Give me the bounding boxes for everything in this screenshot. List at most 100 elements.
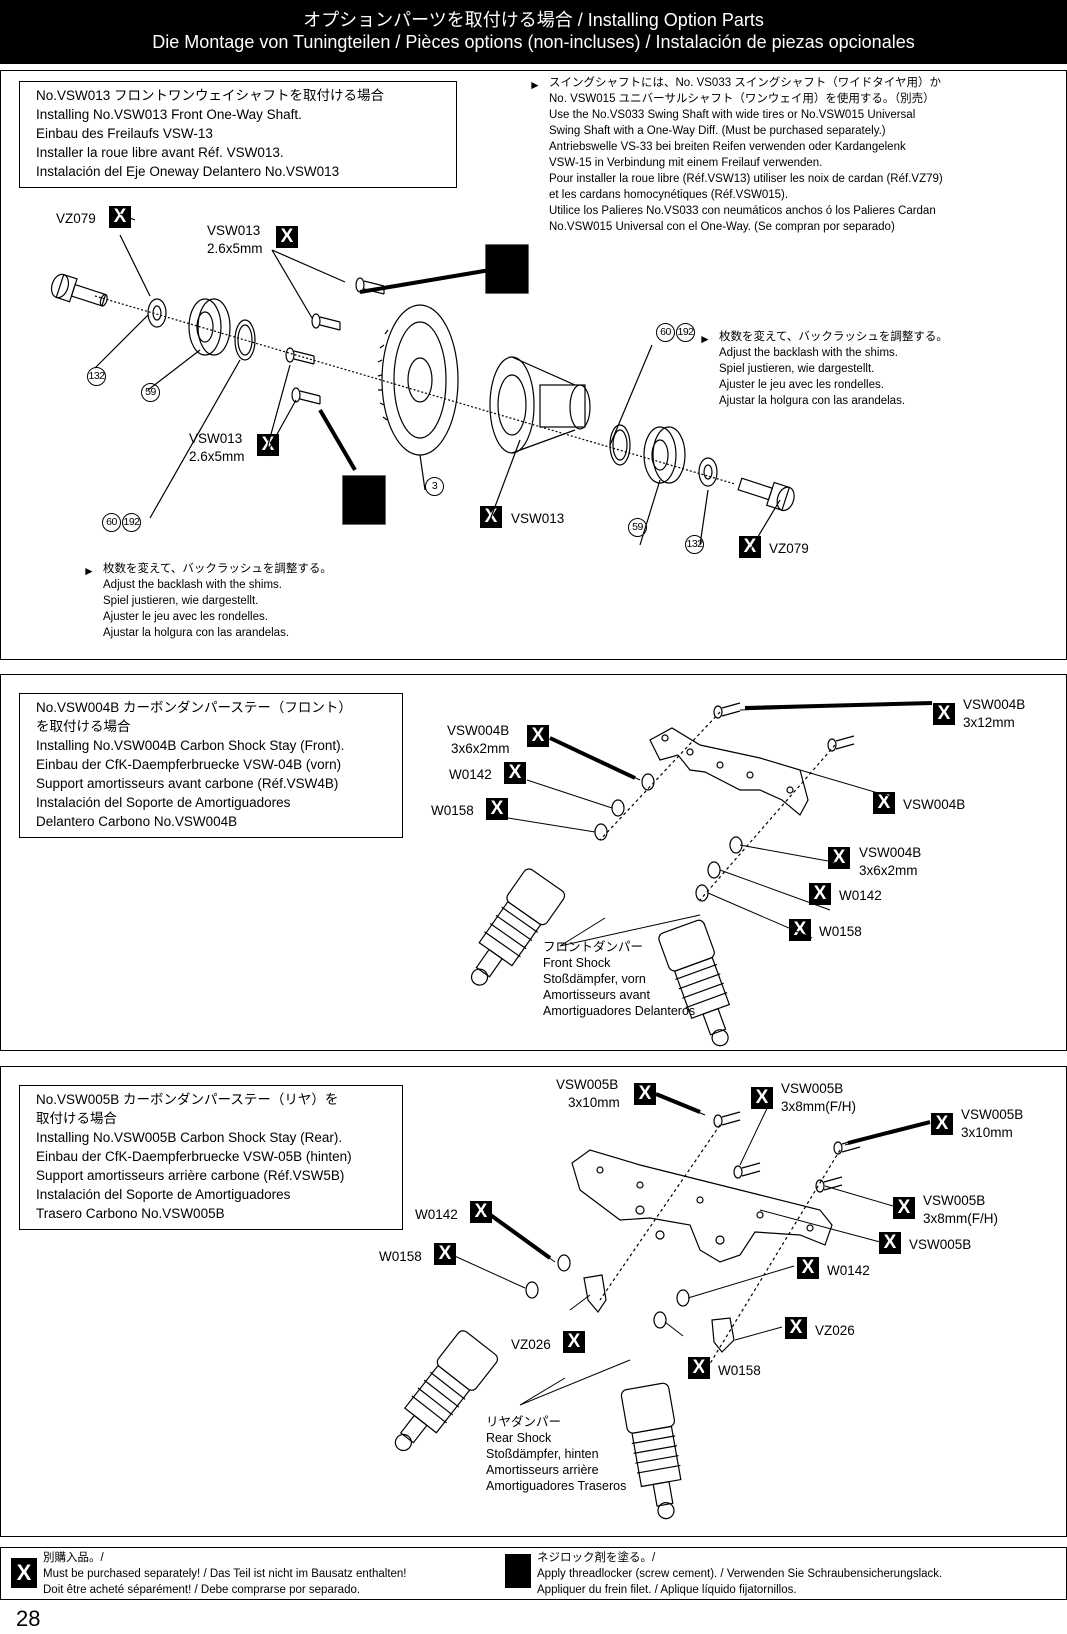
legend-line: Apply threadlocker (screw cement). / Ver… [537, 1568, 943, 1580]
purchase-separately-icon: X [893, 1197, 915, 1219]
part-label: VSW004B [859, 845, 922, 860]
circled-part-number: 192 [676, 323, 695, 342]
front-shock-caption: フロントダンパー Front Shock Stoßdämpfer, vorn A… [543, 939, 695, 1019]
note-line: Spiel justieren, wie dargestellt. [103, 595, 259, 607]
title-line: Support amortisseurs avant carbone (Réf.… [36, 776, 339, 791]
caption-line: Stoßdämpfer, hinten [486, 1447, 599, 1461]
circled-part-number: 60 [656, 323, 675, 342]
purchase-separately-icon: X [797, 1257, 819, 1279]
note-line: Ajuster le jeu avec les rondelles. [103, 611, 268, 623]
caption-line: Front Shock [543, 956, 611, 970]
title-line: Installing No.VSW013 Front One-Way Shaft… [36, 107, 302, 122]
legend-line: 別購入品。/ [43, 1552, 104, 1564]
part-size-label: 2.6x5mm [189, 449, 245, 464]
note-line: No. VSW015 ユニバーサルシャフト（ワンウェイ用）を使用する。（別売） [549, 93, 935, 105]
note-line: Spiel justieren, wie dargestellt. [719, 363, 875, 375]
note-line: Utilice los Palieres No.VS033 con neumát… [549, 205, 936, 217]
note-line: Ajustar la holgura con las arandelas. [103, 627, 290, 639]
part-label: W0158 [379, 1249, 422, 1264]
purchase-separately-icon: X [879, 1232, 901, 1254]
purchase-separately-icon: X [873, 792, 895, 814]
purchase-separately-icon: X [486, 798, 508, 820]
purchase-separately-icon: X [470, 1201, 492, 1223]
note-line: Antriebswelle VS-33 bei breiten Reifen v… [549, 141, 906, 153]
title-line: Delantero Carbono No.VSW004B [36, 814, 238, 829]
part-label: VZ026 [815, 1323, 855, 1338]
part-label: VSW005B [909, 1237, 972, 1252]
title-line: Einbau der CfK-Daempferbruecke VSW-05B (… [36, 1149, 352, 1164]
part-size-label: 3x12mm [963, 715, 1015, 730]
purchase-separately-icon: X [933, 703, 955, 725]
part-label-vz079: VZ079 [56, 211, 96, 226]
note-line: Ajustar la holgura con las arandelas. [719, 395, 906, 407]
note-line: 枚数を変えて、バックラッシュを調整する。 [103, 563, 332, 575]
note-line: et les cardans homocynétiques (Réf.VSW01… [549, 189, 789, 201]
legend-line: ネジロック剤を塗る。/ [537, 1552, 656, 1564]
purchase-separately-icon: X [931, 1113, 953, 1135]
part-size-label: 3x6x2mm [859, 863, 918, 878]
section3-title-box: No.VSW005B カーボンダンパーステー（リヤ）を 取付ける場合 Insta… [19, 1085, 403, 1230]
title-line: No.VSW004B カーボンダンパーステー（フロント） [36, 700, 352, 715]
part-label: VSW005B [923, 1193, 986, 1208]
circled-part-number: 132 [685, 535, 704, 554]
part-label: W0142 [415, 1207, 458, 1222]
purchase-separately-icon: X [751, 1087, 773, 1109]
section-front-shock-stay: No.VSW004B カーボンダンパーステー（フロント） を取付ける場合 Ins… [0, 674, 1067, 1051]
legend-right-text: ネジロック剤を塗る。/ Apply threadlocker (screw ce… [537, 1550, 942, 1598]
part-label: W0158 [431, 803, 474, 818]
caption-line: Amortiguadores Delanteros [543, 1004, 696, 1018]
purchase-separately-icon: X [504, 762, 526, 784]
page-header: オプションパーツを取付ける場合 / Installing Option Part… [0, 0, 1067, 64]
note-line: No.VSW015 Universal con el One-Way. (Se … [549, 221, 895, 233]
section2-title-box: No.VSW004B カーボンダンパーステー（フロント） を取付ける場合 Ins… [19, 693, 403, 838]
arrow-right-icon: ► [83, 564, 95, 578]
circled-part-number: 59 [141, 383, 160, 402]
title-line: Installing No.VSW005B Carbon Shock Stay … [36, 1130, 343, 1145]
part-label-vsw013: VSW013 [207, 223, 261, 238]
part-size-label: 2.6x5mm [207, 241, 263, 256]
purchase-separately-icon: X [527, 725, 549, 747]
purchase-separately-icon: X [434, 1243, 456, 1265]
part-size-label: 3x10mm [568, 1095, 620, 1110]
title-line: Einbau des Freilaufs VSW-13 [36, 126, 213, 141]
part-size-label: 3x8mm(F/H) [781, 1099, 856, 1114]
title-line: Instalación del Soporte de Amortiguadore… [36, 1187, 291, 1202]
circled-part-number: 132 [87, 367, 106, 386]
purchase-separately-icon: X [688, 1357, 710, 1379]
title-line: No.VSW013 フロントワンウェイシャフトを取付ける場合 [36, 88, 385, 103]
purchase-separately-icon: X [785, 1317, 807, 1339]
legend-line: Must be purchased separately! / Das Teil… [43, 1568, 407, 1580]
rear-shock-stay-drawing [394, 1092, 931, 1520]
circled-part-number: 59 [628, 518, 647, 537]
part-label: VSW005B [781, 1081, 844, 1096]
part-label: VSW004B [963, 697, 1026, 712]
circled-part-number: 3 [425, 477, 444, 496]
title-line: Einbau der CfK-Daempferbruecke VSW-04B (… [36, 757, 342, 772]
title-line: Installer la roue libre avant Réf. VSW01… [36, 145, 284, 160]
legend-footer: X 別購入品。/ Must be purchased separately! /… [0, 1547, 1067, 1600]
purchase-separately-icon: X [809, 883, 831, 905]
caption-line: Rear Shock [486, 1431, 552, 1445]
title-line: を取付ける場合 [36, 719, 131, 734]
note-line: 枚数を変えて、バックラッシュを調整する。 [719, 331, 948, 343]
threadlocker-icon [505, 1554, 531, 1588]
part-label: W0142 [449, 767, 492, 782]
part-label: W0158 [819, 924, 862, 939]
part-label: VSW005B [556, 1077, 619, 1092]
section-one-way-shaft: No.VSW013 フロントワンウェイシャフトを取付ける場合 Installin… [0, 70, 1067, 660]
page-number: 28 [16, 1606, 41, 1631]
section-rear-shock-stay: No.VSW005B カーボンダンパーステー（リヤ）を 取付ける場合 Insta… [0, 1066, 1067, 1537]
part-size-label: 3x10mm [961, 1125, 1013, 1140]
caption-line: Amortiguadores Traseros [486, 1479, 627, 1493]
section1-title-box: No.VSW013 フロントワンウェイシャフトを取付ける場合 Installin… [19, 81, 457, 188]
caption-line: Amortisseurs avant [543, 988, 650, 1002]
legend-line: Appliquer du frein filet. / Aplique líqu… [537, 1584, 797, 1596]
part-label-vz079: VZ079 [769, 541, 809, 556]
header-title-line2: Die Montage von Tuningteilen / Pièces op… [152, 32, 915, 52]
note-line: VSW-15 in Verbindung mit einem Freilauf … [549, 157, 823, 169]
title-line: Support amortisseurs arrière carbone (Ré… [36, 1168, 345, 1183]
note-line: Ajuster le jeu avec les rondelles. [719, 379, 884, 391]
one-way-shaft-drawing [50, 213, 795, 551]
purchase-separately-icon: X [11, 1558, 37, 1588]
arrow-right-icon: ► [699, 332, 711, 346]
